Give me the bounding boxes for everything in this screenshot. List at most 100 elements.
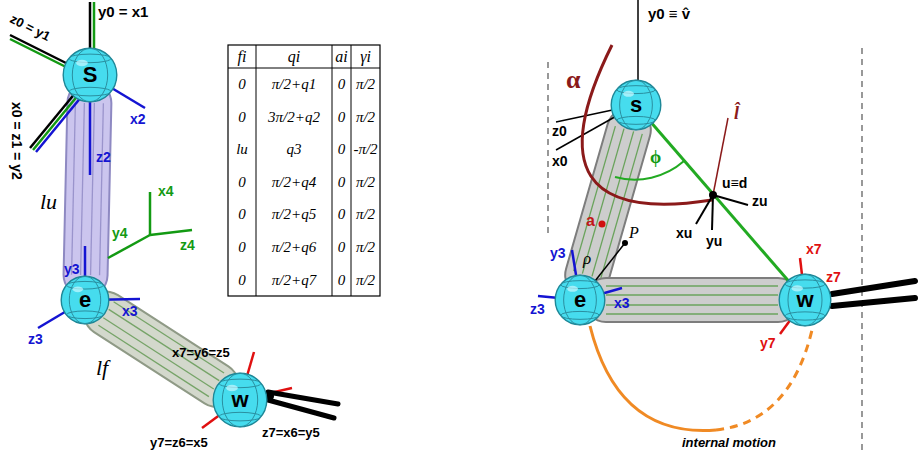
sphere-highlight (567, 286, 578, 292)
axis-label: u≡d (722, 176, 747, 191)
table-cell: π/2+q7 (256, 264, 332, 297)
link-stripe (606, 313, 778, 314)
link-outline (606, 277, 778, 323)
axis-label: x7 (806, 242, 822, 257)
axis-label: xu (676, 226, 692, 241)
axis-line (90, 75, 145, 108)
table-cell: γi (351, 45, 380, 68)
table-cell: π/2 (351, 101, 380, 134)
joint-sphere: e (554, 274, 606, 326)
table-cell: π/2+q1 (256, 68, 332, 101)
axis-line (36, 79, 96, 152)
table-cell: -π/2 (351, 133, 380, 166)
link-body (106, 314, 216, 385)
table-cell: 0 (332, 68, 351, 101)
axis-line (85, 299, 140, 300)
sphere-mesh (72, 48, 107, 102)
sphere-shape (212, 372, 268, 428)
axis-label: z4 (180, 238, 195, 253)
arm-link (72, 103, 104, 276)
axis-line (240, 352, 254, 400)
axis-label: z3 (530, 302, 545, 317)
link-stripe (574, 126, 616, 271)
gripper (268, 400, 334, 418)
axis-line (556, 105, 636, 150)
joint-sphere: w (212, 372, 268, 428)
gripper (832, 298, 915, 306)
table-cell: 0 (332, 101, 351, 134)
axis-label: z2 (96, 150, 111, 165)
joint-letter: w (796, 288, 813, 312)
axis-line (30, 75, 90, 148)
link-stripe (606, 285, 778, 286)
arm-plane-dashed (547, 62, 548, 236)
sphere-mesh (561, 281, 600, 289)
sphere-body (213, 373, 267, 427)
table-cell: 0 (228, 68, 256, 101)
arm-link (98, 302, 224, 397)
sphere-shape (62, 47, 118, 103)
axis-label: z7 (826, 270, 841, 285)
axis-line (84, 246, 87, 300)
axis-line (780, 300, 805, 334)
sphere-mesh (66, 311, 103, 319)
axis-label: z0 (552, 124, 567, 139)
axis-label: α (566, 66, 581, 95)
sphere-shape (554, 274, 606, 326)
axis-label: l̂ (734, 104, 739, 124)
sphere-mesh (69, 276, 100, 324)
link-stripe (72, 103, 76, 275)
joint-letter: e (574, 288, 586, 312)
axis-line (89, 2, 92, 75)
axis-label: z0 = y1 (8, 12, 53, 44)
joint-sphere: e (60, 275, 110, 325)
link-stripe (592, 131, 634, 276)
link-stripe (100, 103, 104, 275)
axis-line (10, 39, 90, 79)
axis-line (33, 77, 93, 150)
joint-letter: e (79, 288, 91, 312)
axis-label: x7=y6=z5 (172, 346, 230, 360)
table-cell: π/2 (351, 264, 380, 297)
axis-line (89, 75, 92, 175)
axis-line (572, 250, 580, 300)
axis-label: x4 (158, 184, 174, 199)
table-cell: q3 (256, 133, 332, 166)
shoulder-wrist-line (636, 105, 805, 300)
sphere-highlight (76, 60, 88, 66)
axis-label: y3 (64, 262, 80, 277)
axis-line (580, 288, 622, 300)
sphere-body (779, 274, 831, 326)
table-rule (351, 45, 352, 296)
sphere-mesh (561, 311, 600, 319)
sphere-mesh (620, 80, 653, 130)
link-stripe (114, 302, 224, 373)
axis-label: x3 (122, 304, 138, 319)
axis-line (149, 192, 152, 235)
joint-sphere: w (778, 273, 832, 327)
axis-label: y4 (112, 226, 128, 241)
p-dot (622, 240, 628, 246)
sphere-body (63, 48, 117, 102)
axis-line (713, 195, 748, 205)
sphere-mesh (219, 379, 261, 388)
table-cell: 0 (332, 231, 351, 264)
axis-line (38, 300, 85, 328)
table-cell: qi (256, 45, 332, 68)
table-cell: π/2 (351, 231, 380, 264)
axis-line (696, 195, 713, 224)
sphere-mesh (69, 87, 111, 96)
sphere-mesh (222, 373, 257, 427)
axis-label: y7 (760, 336, 776, 351)
sphere-mesh (785, 312, 825, 320)
table-cell: π/2 (351, 166, 380, 199)
axis-label: P (629, 224, 639, 242)
sphere-highlight (792, 285, 803, 291)
axis-label: z3 (28, 332, 43, 347)
rho-line (580, 243, 625, 300)
axis-line (538, 296, 580, 300)
internal-motion-arc (590, 326, 716, 431)
axis-label: yu (706, 234, 722, 249)
